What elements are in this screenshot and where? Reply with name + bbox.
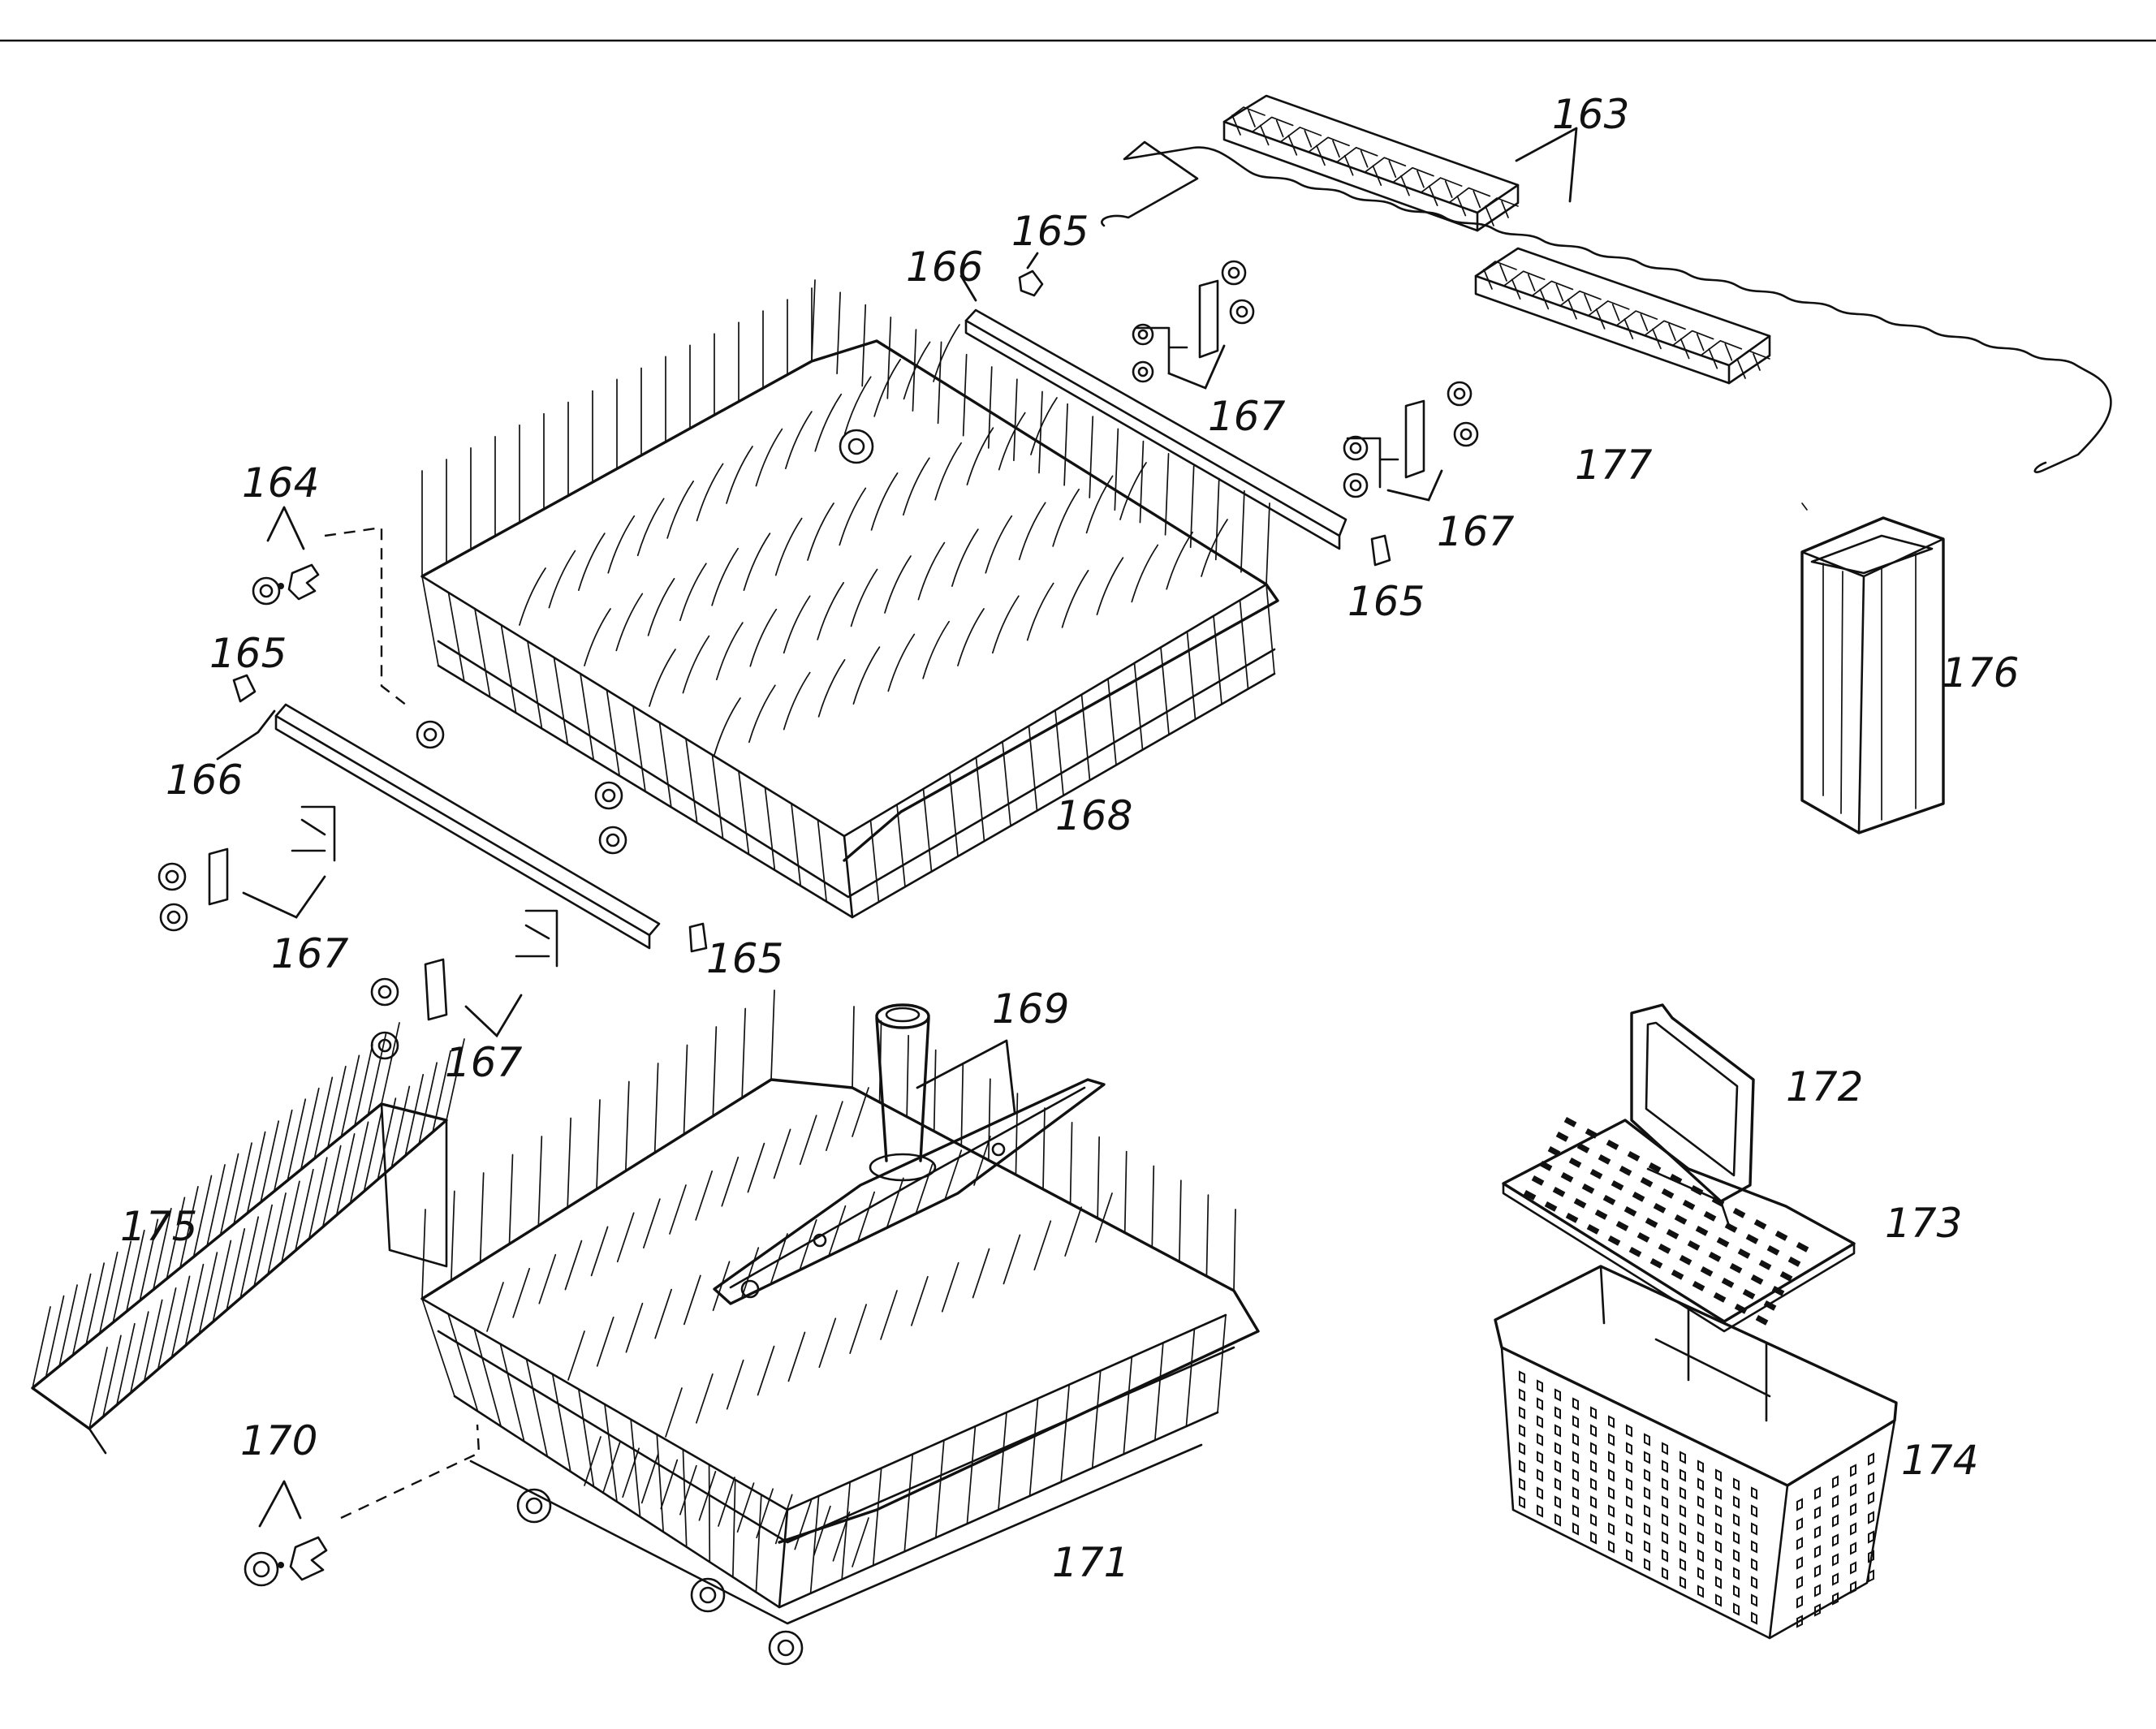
clip-165-a [1018, 269, 1044, 297]
clip-165-d [688, 922, 708, 953]
tick-176 [1801, 502, 1808, 511]
callout-167-b: 167 [1437, 508, 1515, 555]
leader-169 [916, 1039, 1016, 1114]
callout-171: 171 [1052, 1539, 1129, 1586]
callout-167-d: 167 [445, 1039, 523, 1086]
callout-174: 174 [1901, 1437, 1978, 1484]
dashed-164 [324, 526, 411, 709]
dashed-170 [340, 1424, 481, 1520]
roller-bracket-167-d [370, 909, 558, 1060]
callout-166-a: 166 [906, 244, 983, 291]
callout-163: 163 [1552, 91, 1629, 138]
leader-166-b [216, 709, 276, 761]
insert-176 [1800, 516, 1945, 834]
upper-basket-168 [416, 279, 1279, 919]
leader-167-a [1167, 344, 1226, 390]
leader-165-a [1026, 252, 1039, 269]
clip-165-c [232, 674, 257, 703]
rail-166-upper [964, 308, 1348, 550]
cutlery-basket-handle-172 [1630, 1003, 1755, 1227]
roller-bracket-167-c [157, 805, 336, 932]
roller-bracket-167-b [1343, 381, 1479, 498]
lower-basket-171 [420, 990, 1260, 1666]
tine-rack-175 [31, 1022, 465, 1455]
callout-173: 173 [1885, 1200, 1962, 1247]
rail-166-lower [274, 703, 661, 950]
leader-163 [1515, 127, 1578, 203]
leader-164 [266, 506, 305, 550]
leader-167-c [242, 875, 326, 919]
callout-172: 172 [1786, 1063, 1863, 1110]
callout-165-b: 165 [1348, 578, 1425, 625]
wavy-wire-177 [1101, 140, 2112, 473]
cup-shelf-163-upper [1222, 94, 1520, 232]
callout-165-d: 165 [706, 935, 783, 982]
callout-168: 168 [1055, 792, 1132, 839]
callout-164: 164 [242, 459, 319, 507]
callout-177: 177 [1575, 442, 1653, 489]
cutlery-basket-174 [1494, 1265, 1898, 1640]
callout-165-c: 165 [209, 630, 287, 677]
cup-shelf-163-lower [1474, 247, 1771, 385]
cutlery-basket-lid-173 [1502, 1117, 1856, 1333]
leader-167-b [1386, 469, 1443, 502]
wheel-164 [252, 563, 320, 606]
callout-175: 175 [120, 1203, 197, 1250]
callout-169: 169 [992, 985, 1069, 1033]
callout-167-c: 167 [271, 930, 349, 977]
callout-167-a: 167 [1208, 393, 1286, 440]
callout-170: 170 [240, 1417, 317, 1464]
wheel-170 [244, 1536, 328, 1587]
leader-170 [258, 1480, 302, 1528]
clip-165-b [1370, 534, 1391, 567]
callout-166-b: 166 [166, 757, 243, 804]
roller-bracket-167-a [1132, 260, 1255, 383]
callout-176: 176 [1942, 649, 2019, 696]
leader-166-a [959, 274, 977, 302]
callout-165-a: 165 [1011, 208, 1089, 255]
leader-167-d [464, 994, 523, 1038]
